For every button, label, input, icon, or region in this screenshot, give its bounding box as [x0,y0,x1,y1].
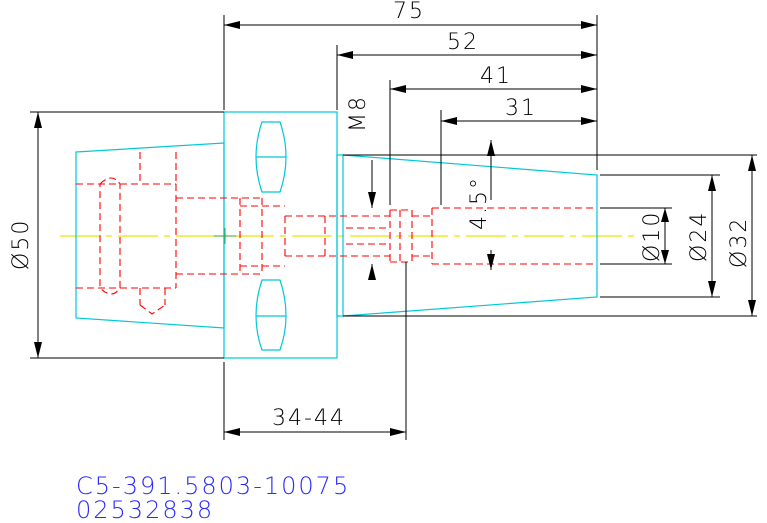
hidden-lines [76,152,597,315]
lower-key-slot [255,279,287,351]
dim-inner-diameter: Ø24 [687,211,712,262]
upper-key-slot [255,121,287,193]
dim-adjust-range: 34-44 [272,406,346,431]
dim-length-31: 31 [505,96,537,121]
flange-outline [223,111,338,359]
dim-outer-diameter: Ø32 [727,217,752,268]
center-mark [214,228,236,244]
dim-thread-m8: M8 [346,95,371,132]
arrowheads [34,21,756,436]
dim-bore-diameter: Ø10 [640,211,665,262]
dim-length-41: 41 [480,64,512,89]
dimension-lines [30,15,757,440]
dim-overall-length: 75 [393,0,425,24]
dim-angle: 4.5° [467,176,492,230]
dim-length-52: 52 [447,30,479,55]
part-code: C5-391.5803-10075 [76,472,350,500]
dim-flange-diameter: Ø50 [9,219,34,270]
part-number: 02532838 [76,496,214,523]
tool-holder-outline [75,111,598,359]
